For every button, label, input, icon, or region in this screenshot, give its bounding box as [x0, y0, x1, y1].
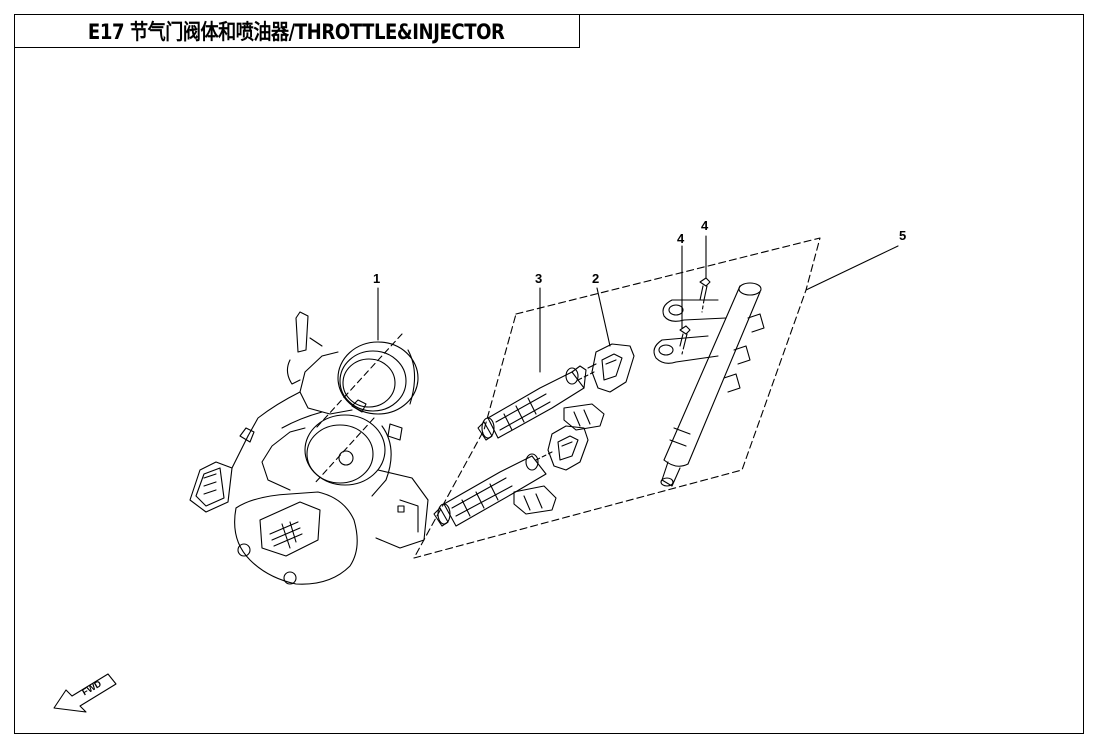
injector-clip-upper [587, 343, 635, 393]
fuel-injector-upper [477, 365, 605, 441]
callout-4-upper-screw: 4 [701, 218, 709, 233]
leader-5 [805, 245, 899, 291]
callout-5: 5 [899, 228, 906, 243]
page-title: E17 节气门阀体和喷油器/THROTTLE&INJECTOR [88, 19, 505, 44]
callout-1: 1 [373, 271, 380, 286]
callout-2: 2 [592, 271, 599, 286]
title-block: E17 节气门阀体和喷油器/THROTTLE&INJECTOR [14, 14, 580, 48]
injector-clip-lower [547, 425, 589, 471]
fwd-label: FWD [80, 678, 103, 697]
screw-lower [679, 325, 691, 347]
injector-assembly-outline [413, 237, 821, 559]
fuel-rail [653, 282, 765, 487]
fuel-injector-lower [433, 453, 557, 527]
throttle-body [189, 311, 429, 585]
drawing-frame [14, 14, 1084, 734]
callout-4-lower-screw: 4 [677, 231, 685, 246]
callout-3: 3 [535, 271, 542, 286]
forward-arrow-icon [53, 673, 117, 713]
screw-upper [699, 277, 711, 301]
leader-2 [596, 287, 611, 347]
